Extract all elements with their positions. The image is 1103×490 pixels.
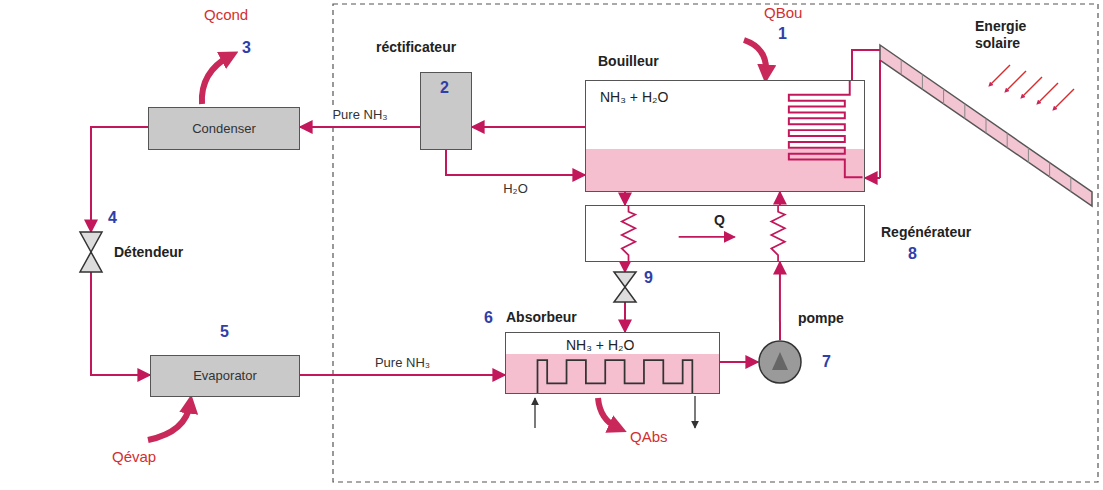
- valve-symbol: [80, 232, 102, 252]
- absorber-box: AbsorbeurNH₃ + H₂O: [505, 332, 720, 394]
- flow-pipe: [91, 127, 148, 232]
- node-title: Absorbeur: [506, 309, 577, 326]
- solar-panel: [880, 45, 1092, 206]
- flow-label: H₂O: [501, 181, 530, 197]
- callout-number: 7: [822, 352, 831, 371]
- flow-pipe: [446, 150, 585, 175]
- solar-collector: Energie solaire: [880, 10, 1095, 220]
- valve-symbol: [80, 252, 102, 272]
- panel-cell: [964, 104, 965, 119]
- heat-arrow: [598, 398, 618, 428]
- heat-arrow: [148, 404, 190, 440]
- node-title: Regénérateur: [881, 224, 971, 241]
- coolant-pipe: [694, 396, 695, 428]
- flow-pipe: [720, 361, 758, 363]
- valve-drawing: [614, 272, 636, 302]
- flow-pipe: [300, 374, 505, 376]
- node-title: 9: [644, 268, 653, 287]
- regen-drawing: [586, 206, 864, 261]
- panel-cell: [922, 74, 923, 89]
- callout-number: 1: [778, 24, 787, 43]
- exchanger-coil: [622, 206, 636, 261]
- sun-ray: [1022, 77, 1042, 97]
- valve-symbol: [614, 272, 636, 287]
- callout-number: 5: [220, 322, 229, 341]
- coolant-pipe: [534, 398, 535, 428]
- sun-ray: [1054, 89, 1074, 109]
- panel-cell: [1070, 177, 1071, 192]
- boiler-box: BouilleurNH₃ + H₂O: [585, 80, 865, 192]
- flow-label: Pure NH₃: [373, 355, 432, 371]
- panel-cell: [1028, 148, 1029, 163]
- pump: pompe: [758, 340, 802, 384]
- node-content: NH₃ + H₂O: [600, 89, 668, 106]
- flow-pipe: [624, 262, 626, 272]
- node-title: Energie solaire: [975, 18, 1070, 52]
- sun-ray: [1006, 71, 1026, 91]
- callout-number: 8: [908, 244, 917, 263]
- callout-number: 6: [484, 308, 493, 327]
- callout-number: 4: [108, 208, 117, 227]
- evaporator-box: Evaporator: [150, 355, 300, 397]
- condenser-box: Condenser: [148, 107, 300, 150]
- cooling-coil: [538, 360, 693, 393]
- node-title: pompe: [798, 310, 844, 327]
- heat-transfer-arrow: [679, 236, 735, 238]
- panel-cell: [986, 118, 987, 133]
- panel-cell: [901, 60, 902, 75]
- heat-symbol: Q: [714, 212, 725, 229]
- node-title: Détendeur: [114, 244, 183, 261]
- callout-number: 2: [440, 78, 449, 97]
- heat-label: Qcond: [204, 6, 248, 24]
- heating-coil: [789, 81, 863, 177]
- throttle-valve: 9: [614, 272, 636, 302]
- exchanger-coil: [771, 206, 785, 261]
- pump-symbol: [759, 341, 801, 383]
- flow-pipe: [472, 126, 585, 128]
- node-title: Evaporator: [193, 368, 257, 384]
- sun-ray: [990, 65, 1010, 85]
- node-title: Condenser: [192, 121, 256, 137]
- callout-number: 3: [242, 38, 251, 57]
- flow-pipe: [300, 126, 420, 128]
- flow-label: Pure NH₃: [330, 107, 389, 123]
- heat-arrow: [744, 40, 766, 74]
- flow-pipe: [624, 302, 626, 332]
- pump-drawing: [758, 340, 802, 384]
- sun-ray: [1038, 83, 1058, 103]
- panel-cell: [1049, 163, 1050, 178]
- system-boundary: [333, 4, 1098, 482]
- node-content: NH₃ + H₂O: [566, 337, 634, 354]
- node-title: réctificateur: [376, 39, 456, 56]
- panel-cell: [1007, 133, 1008, 148]
- heat-label: QAbs: [630, 428, 668, 446]
- pump-symbol: [772, 352, 788, 370]
- heat-label: QBou: [764, 4, 802, 22]
- heat-arrow: [202, 56, 230, 104]
- valve-symbol: [614, 287, 636, 302]
- flow-pipe: [779, 192, 781, 205]
- regenerator-box: Regénérateur: [585, 205, 865, 262]
- flow-pipe: [779, 262, 781, 340]
- expansion-valve: Détendeur: [80, 232, 102, 272]
- heat-label: Qévap: [112, 448, 156, 466]
- valve-drawing: [80, 232, 102, 272]
- panel-cell: [943, 89, 944, 104]
- node-title: Bouilleur: [598, 53, 659, 70]
- solar-pipe: [879, 60, 881, 178]
- flow-pipe: [91, 272, 150, 375]
- flow-pipe: [624, 192, 626, 205]
- flow-pipe: [865, 177, 880, 179]
